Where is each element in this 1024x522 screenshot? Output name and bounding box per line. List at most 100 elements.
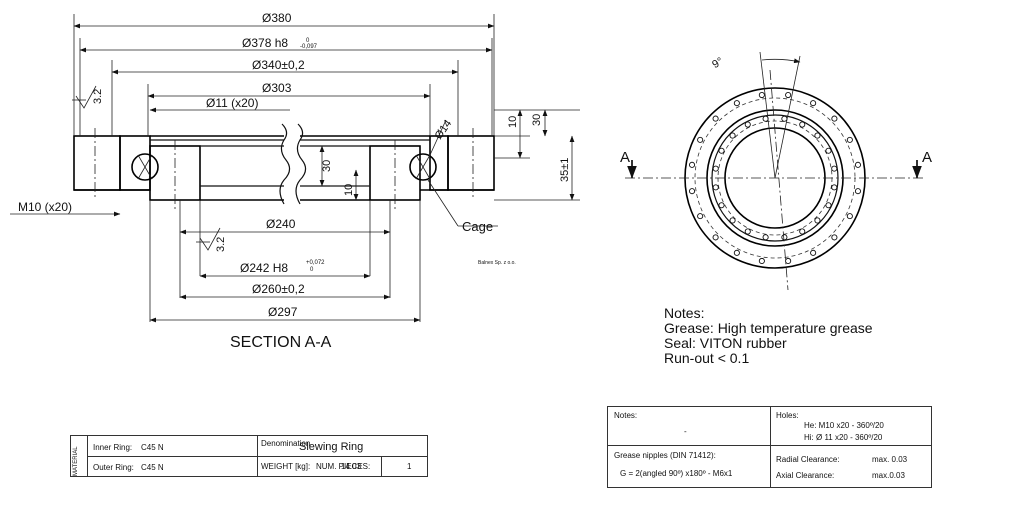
- bolt-hole: [712, 184, 719, 191]
- inner-ring-label: Inner Ring:: [93, 443, 133, 452]
- material-vertical-label: MATERIAL: [73, 446, 79, 476]
- dim-h30a: 30: [531, 114, 543, 126]
- bolt-hole: [718, 147, 725, 154]
- section-title: SECTION A-A: [230, 334, 332, 351]
- bolt-hole: [825, 147, 832, 154]
- holes-hi: Hi: Ø 11 x20 - 360º/20: [804, 433, 883, 442]
- bolt-hole: [729, 132, 736, 139]
- note-runout: Run-out < 0.1: [664, 350, 750, 366]
- outer-ring-left: [73, 135, 121, 191]
- ball-left: [131, 153, 159, 181]
- dim-h10b: 10: [343, 184, 355, 196]
- bolt-hole: [781, 234, 788, 241]
- bolt-hole: [831, 234, 838, 241]
- dim-242-tol-up: +0,072: [306, 260, 325, 266]
- bolt-hole: [744, 228, 751, 235]
- ball-right: [409, 153, 437, 181]
- holes-label: Holes:: [776, 411, 799, 420]
- weight-value: 14.03: [341, 462, 362, 471]
- holes-he: He: M10 x20 - 360º/20: [804, 421, 884, 430]
- company-label: Balnex Sp. z o.o.: [478, 260, 516, 266]
- section-marker-left: A: [620, 149, 630, 166]
- bolt-hole: [688, 161, 696, 168]
- bolt-hole: [810, 100, 817, 107]
- spec-notes-label: Notes:: [614, 411, 638, 420]
- section-marker-right: A: [922, 149, 932, 166]
- section-view: [10, 14, 580, 323]
- bolt-hole: [758, 91, 765, 99]
- bolt-hole: [785, 257, 792, 265]
- bolt-hole: [825, 202, 832, 209]
- bolt-hole: [729, 217, 736, 224]
- outer-ring-right: [447, 135, 495, 191]
- bolt-hole: [718, 202, 725, 209]
- bolt-hole: [831, 115, 838, 122]
- dim-14: Ø14: [433, 118, 455, 142]
- dim-242-tol-low: 0: [310, 267, 314, 273]
- dim-260: Ø260±0,2: [252, 282, 305, 296]
- dim-h35: 35±1: [559, 158, 571, 182]
- radial-value: max. 0.03: [872, 455, 908, 464]
- axial-label: Axial Clearance:: [776, 471, 835, 480]
- bolt-hole: [785, 91, 792, 99]
- dim-h10a: 10: [507, 116, 519, 128]
- top-view: A A 9°: [620, 51, 932, 291]
- note-seal: Seal: VITON rubber: [664, 335, 787, 351]
- bolt-hole: [762, 234, 769, 241]
- roughness-1: 3.2: [92, 89, 104, 104]
- inner-ring-value: C45 N: [141, 443, 164, 452]
- dim-340: Ø340±0,2: [252, 58, 305, 72]
- denomination-value: Slewing Ring: [299, 441, 364, 453]
- grease-value: G = 2(angled 90º) x180º - M6x1: [620, 469, 733, 478]
- spec-table: Notes: - Holes: He: M10 x20 - 360º/20 Hi…: [607, 406, 932, 488]
- radial-label: Radial Clearance:: [776, 455, 840, 464]
- pieces-value: 1: [407, 462, 412, 471]
- angle-label: 9°: [710, 55, 725, 71]
- dim-242: Ø242 H8: [240, 261, 288, 275]
- bolt-hole: [712, 165, 719, 172]
- section-dimensions: Ø380 Ø378 h8 0 -0,097 Ø340±0,2 Ø303 Ø11 …: [18, 11, 571, 351]
- grease-label: Grease nipples (DIN 71412):: [614, 451, 716, 460]
- weight-label: WEIGHT [kg]:: [261, 462, 311, 471]
- dim-thread: M10 (x20): [18, 200, 72, 214]
- dim-380: Ø380: [262, 11, 292, 25]
- bolt-hole: [688, 188, 696, 195]
- outer-holes: [688, 91, 862, 265]
- dim-378-tol-up: 0: [306, 38, 310, 44]
- bolt-hole: [814, 132, 821, 139]
- bolt-hole: [846, 136, 853, 143]
- material-table: MATERIAL Inner Ring: C45 N Outer Ring: C…: [70, 435, 428, 477]
- outer-ring-label: Outer Ring:: [93, 463, 134, 472]
- inner-holes: [712, 115, 838, 241]
- dim-378-tol-low: -0,097: [300, 44, 318, 50]
- spec-notes-value: -: [684, 427, 687, 436]
- dim-378: Ø378 h8: [242, 36, 288, 50]
- bolt-hole: [799, 121, 806, 128]
- dim-h30b: 30: [321, 160, 333, 172]
- notes-block: Notes: Grease: High temperature grease S…: [664, 306, 873, 366]
- bolt-hole: [733, 100, 740, 107]
- bolt-hole: [733, 249, 740, 256]
- bolt-hole: [712, 115, 719, 122]
- dim-303: Ø303: [262, 81, 292, 95]
- denomination-label: Denomination: [261, 439, 311, 448]
- dim-297: Ø297: [268, 305, 298, 319]
- bolt-hole: [831, 165, 838, 172]
- note-grease: Grease: High temperature grease: [664, 320, 873, 336]
- bolt-hole: [854, 188, 862, 195]
- dim-holes: Ø11 (x20): [206, 96, 258, 110]
- bolt-hole: [810, 249, 817, 256]
- bolt-hole: [781, 115, 788, 122]
- bolt-hole: [697, 213, 704, 220]
- axial-value: max.0.03: [872, 471, 905, 480]
- roughness-2: 3.2: [215, 237, 227, 252]
- outer-ring-value: C45 N: [141, 463, 164, 472]
- cage-label: Cage: [462, 219, 493, 234]
- bolt-hole: [799, 228, 806, 235]
- bolt-hole: [712, 234, 719, 241]
- bolt-hole: [697, 136, 704, 143]
- notes-title: Notes:: [664, 305, 705, 321]
- outer-ring-left-inner: [119, 135, 151, 191]
- bolt-hole: [831, 184, 838, 191]
- bolt-hole: [744, 121, 751, 128]
